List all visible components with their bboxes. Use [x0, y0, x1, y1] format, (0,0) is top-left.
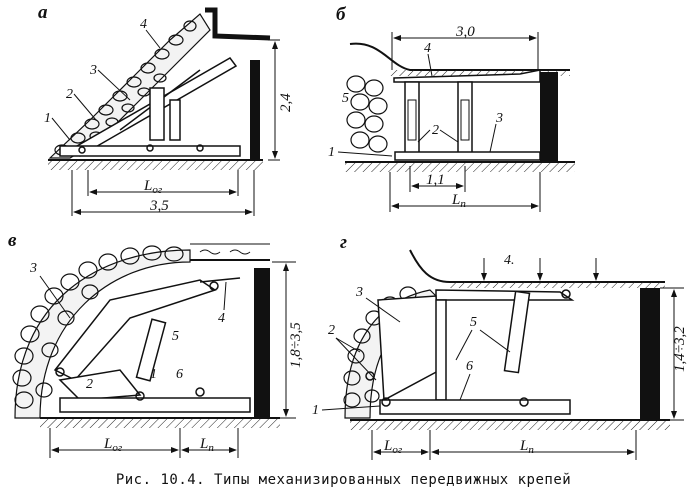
svg-text:Lп: Lп — [199, 436, 214, 454]
dim-width: 3,5 — [149, 198, 169, 214]
label-2: 2 — [86, 377, 93, 392]
rock-arch — [12, 245, 191, 419]
panel-v: в — [8, 230, 304, 458]
coal-face — [540, 72, 558, 162]
panel-a: а 1 2 — [38, 2, 294, 216]
dim-log-sub: ог — [152, 184, 163, 196]
floor-hatch — [40, 418, 280, 428]
dim-height: 1,8÷3,5 — [288, 322, 304, 368]
svg-text:Lп: Lп — [451, 192, 466, 210]
label-4: 4 — [140, 17, 147, 32]
label-6: 6 — [176, 367, 183, 382]
dim-height: 2,4 — [278, 93, 294, 112]
rock-pile — [346, 75, 388, 153]
dim-log-sub: ог — [112, 442, 123, 454]
shield-support — [365, 289, 571, 415]
label-4: 4 — [424, 41, 431, 56]
floor-hatch — [345, 162, 575, 172]
label-2: 2 — [432, 123, 439, 138]
roof-edge — [205, 7, 271, 41]
label-3: 3 — [89, 63, 97, 78]
panel-g: г 4. 3 — [312, 232, 687, 460]
panel-b: б 4 5 2 3 1 3 — [328, 4, 575, 212]
panel-b-letter: б — [336, 4, 347, 25]
panel-g-letter: г — [340, 232, 347, 253]
label-3: 3 — [29, 261, 37, 276]
dim-lp: L — [199, 436, 208, 452]
coal-face — [640, 288, 660, 420]
floor-hatch — [48, 160, 263, 170]
label-5: 5 — [342, 91, 349, 106]
roof-line — [409, 249, 665, 283]
label-1: 1 — [312, 403, 319, 418]
dim-log-sub: ог — [392, 444, 403, 456]
label-4: 4. — [504, 253, 515, 268]
label-2: 2 — [66, 87, 73, 102]
label-3: 3 — [495, 111, 503, 126]
label-2: 2 — [328, 323, 335, 338]
rock-pile — [48, 13, 211, 159]
dim-lp-sub: п — [460, 198, 466, 210]
canopy — [393, 69, 541, 83]
label-1: 1 — [328, 145, 335, 160]
dim-log: L — [103, 436, 112, 452]
coal-face — [254, 268, 270, 418]
dim-lp-sub: п — [528, 444, 534, 456]
label-4: 4 — [218, 311, 225, 326]
shield-support — [53, 277, 251, 413]
label-6: 6 — [466, 359, 473, 374]
dim-lp-sub: п — [208, 442, 214, 454]
svg-text:Lог: Lог — [103, 436, 123, 454]
panel-a-letter: а — [38, 2, 48, 23]
roof-line — [349, 42, 570, 71]
label-3: 3 — [355, 285, 363, 300]
base-sled — [394, 151, 541, 161]
floor-hatch — [350, 420, 670, 430]
support-a — [59, 57, 241, 157]
panel-v-letter: в — [8, 230, 17, 251]
dim-log: L — [383, 438, 392, 454]
svg-text:Lог: Lог — [143, 178, 163, 196]
dim-log: L — [143, 178, 152, 194]
dim-height: 1,4÷3,2 — [672, 326, 687, 372]
label-5: 5 — [172, 329, 179, 344]
canopy — [435, 289, 575, 301]
coal-face — [250, 60, 260, 160]
svg-text:Lог: Lог — [383, 438, 403, 456]
dim-small: 1,1 — [426, 172, 445, 188]
dim-lp: L — [519, 438, 528, 454]
label-1: 1 — [44, 111, 51, 126]
dim-width: 3,0 — [455, 24, 475, 40]
dim-lp: L — [451, 192, 460, 208]
svg-text:Lп: Lп — [519, 438, 534, 456]
label-1: 1 — [150, 367, 157, 382]
figure-caption: Рис. 10.4. Типы механизированных передви… — [115, 472, 572, 488]
label-5: 5 — [470, 315, 477, 330]
